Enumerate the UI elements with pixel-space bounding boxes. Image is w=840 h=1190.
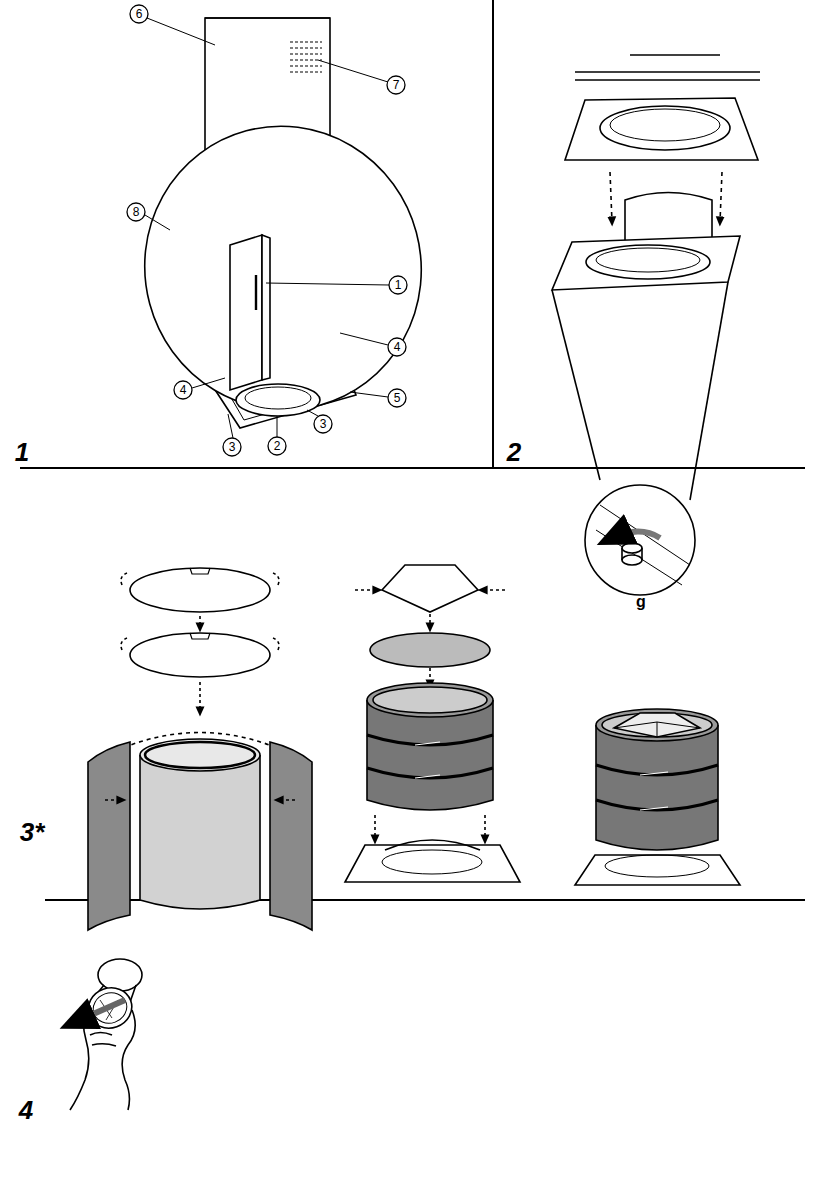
callout-number: 5 bbox=[394, 392, 401, 404]
callout-number: 3 bbox=[229, 441, 236, 453]
callout-number: 7 bbox=[393, 79, 400, 91]
callout-number: 3 bbox=[320, 418, 327, 430]
figure-number: 3* bbox=[20, 819, 45, 845]
callout-number: 1 bbox=[395, 279, 402, 291]
figure-number: 4 bbox=[19, 1097, 33, 1123]
callout-number: 4 bbox=[180, 384, 187, 396]
callout-number: 2 bbox=[274, 440, 281, 452]
figure-number: 1 bbox=[15, 439, 29, 465]
figure-number: 2 bbox=[507, 439, 521, 465]
callout-number: 8 bbox=[133, 206, 140, 218]
callout-number: 6 bbox=[136, 8, 143, 20]
callout-number: 4 bbox=[394, 341, 401, 353]
part-letter: g bbox=[636, 594, 646, 610]
